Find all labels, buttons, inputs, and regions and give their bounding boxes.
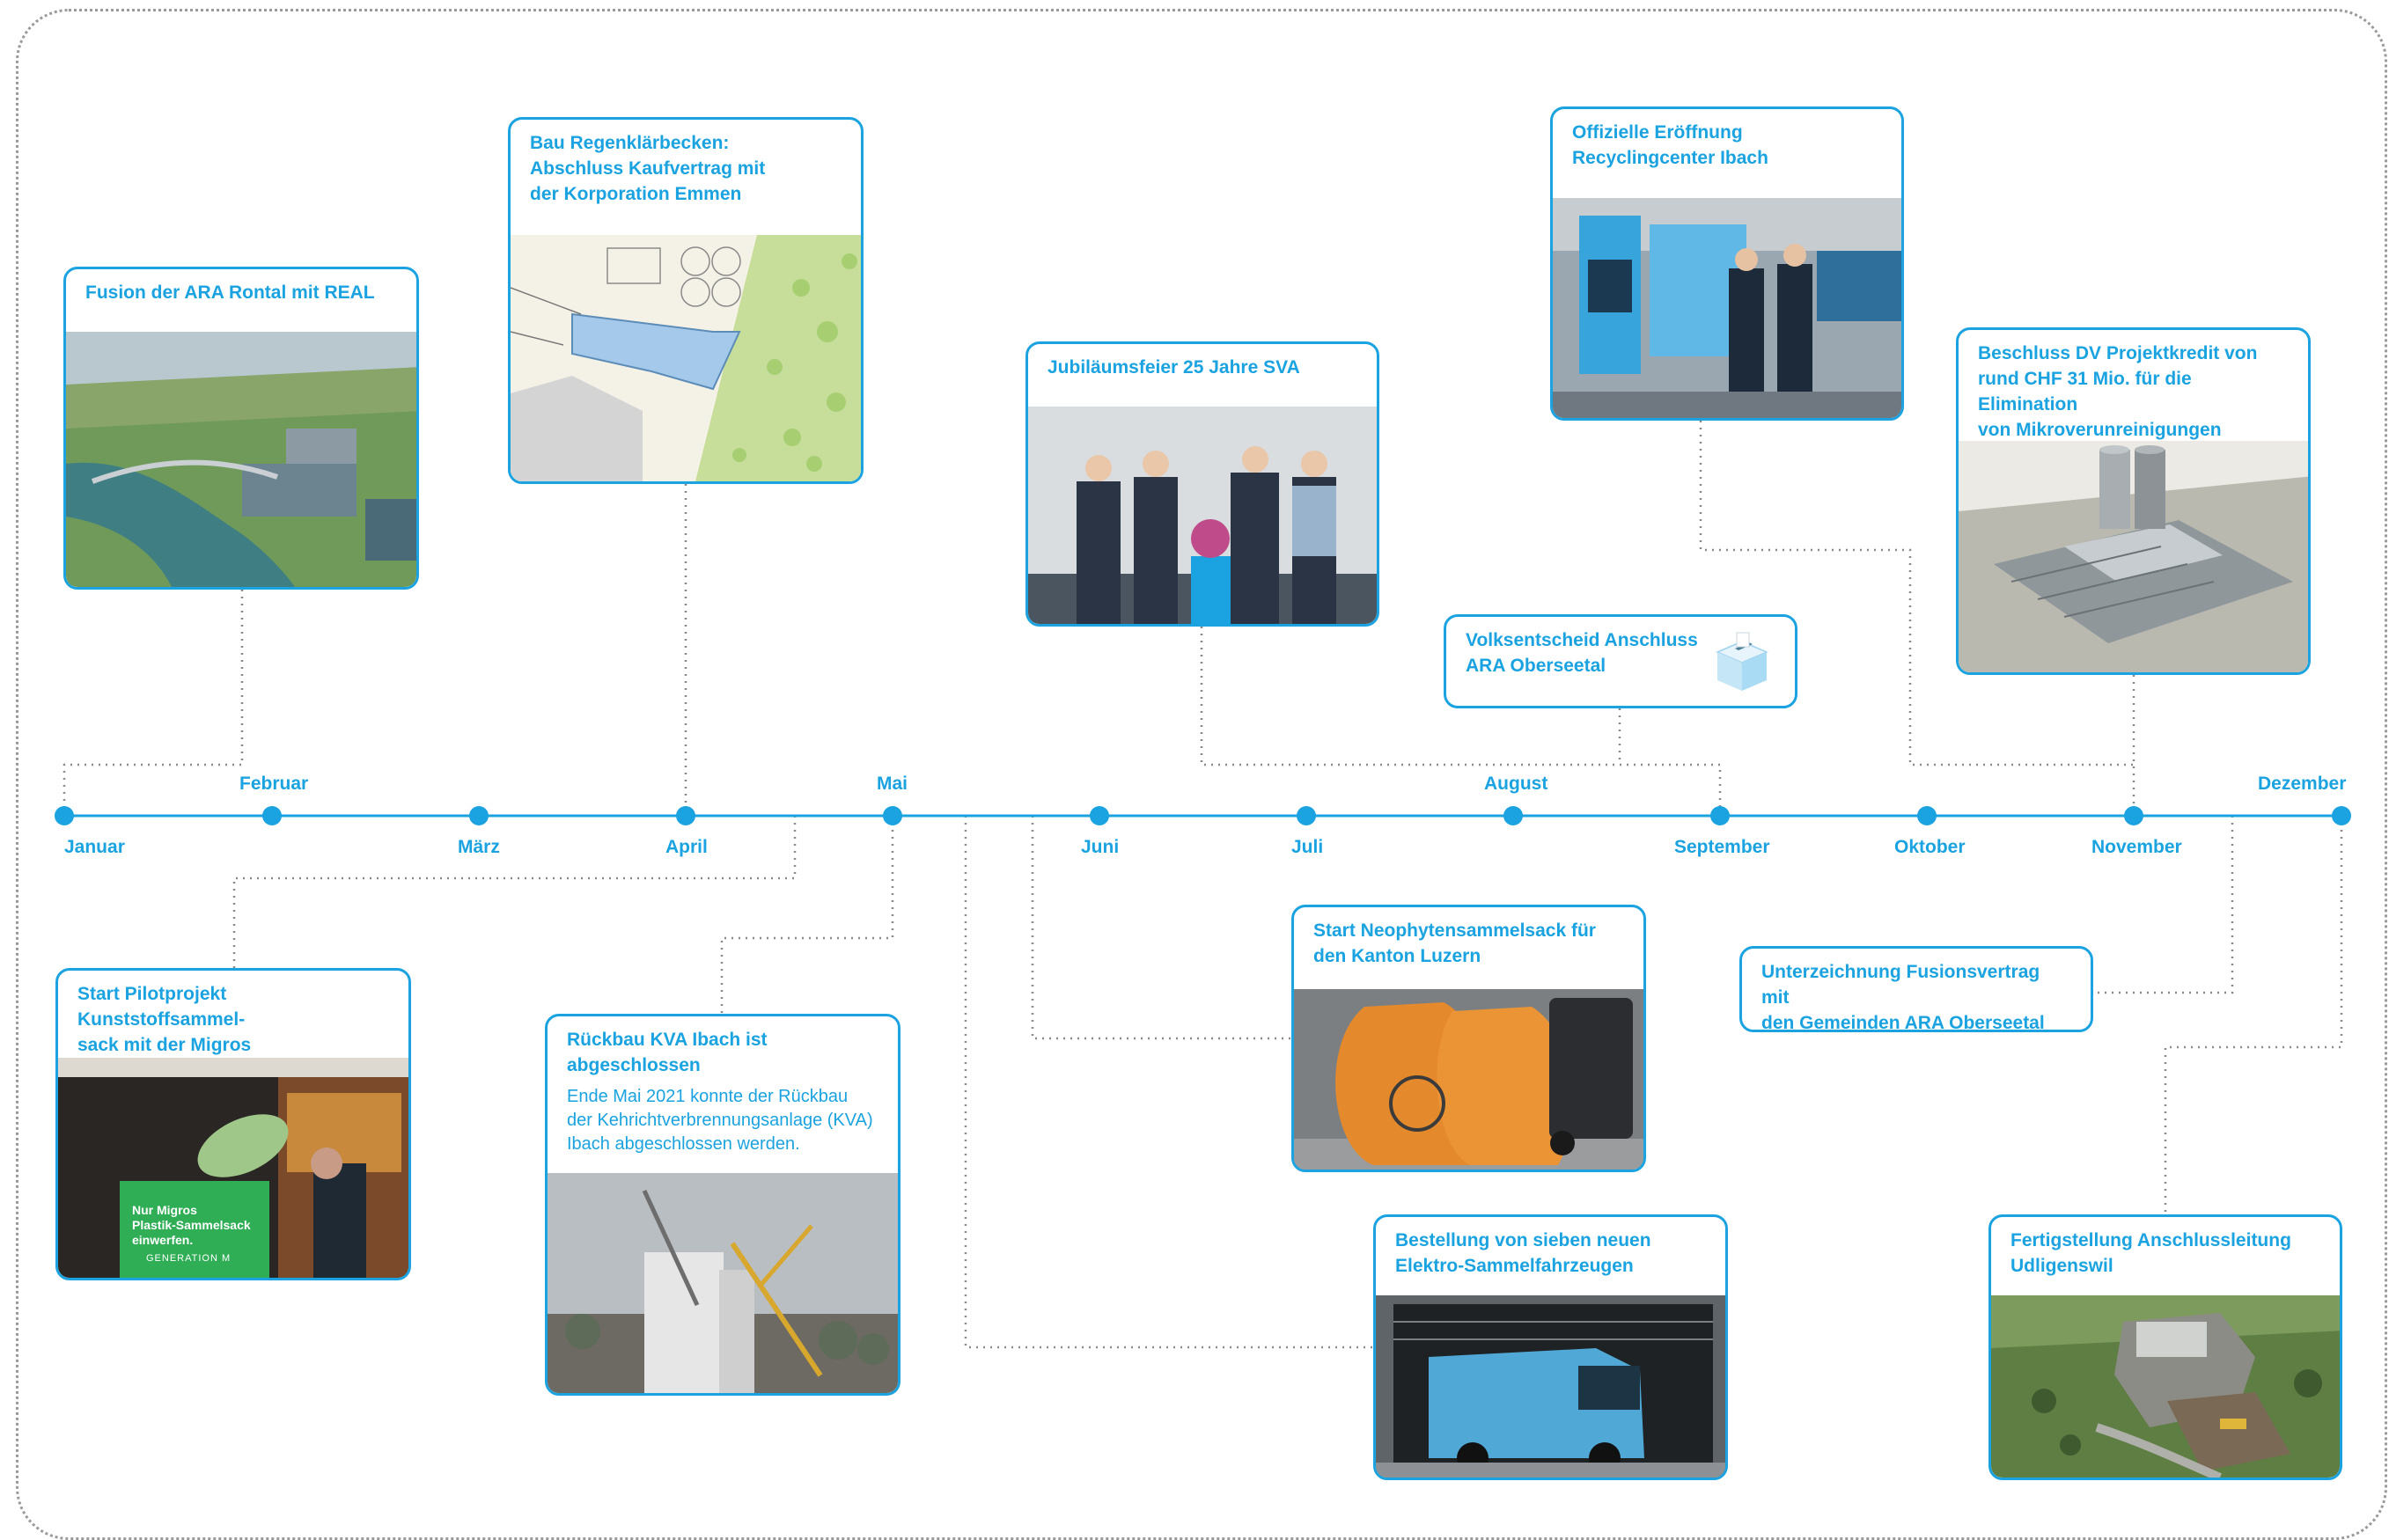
event-card-kva-rueckbau: Rückbau KVA Ibach ist abgeschlossen Ende… [545, 1014, 900, 1396]
month-label-maerz: März [458, 837, 500, 857]
month-label-april: April [665, 837, 708, 857]
month-label-januar: Januar [64, 837, 125, 857]
event-card-kunststoff: Start Pilotprojekt Kunststoffsammel- sac… [55, 968, 411, 1280]
month-label-dezember: Dezember [2258, 774, 2347, 794]
connector-lines [62, 421, 2343, 1349]
event-title: Rückbau KVA Ibach ist abgeschlossen [567, 1030, 768, 1075]
event-card-regenklaerbecken: Bau Regenklärbecken: Abschluss Kaufvertr… [508, 117, 864, 484]
month-dot-februar [262, 806, 282, 825]
migros-collection-photo: Nur Migros Plastik-Sammelsack einwerfen.… [58, 1058, 408, 1278]
connector-kunststoff [232, 816, 797, 968]
event-card-projektkredit: Beschluss DV Projektkredit von rund CHF … [1956, 327, 2311, 675]
event-title: Unterzeichnung Fusionsvertrag mit den Ge… [1761, 962, 2045, 1032]
month-label-juli: Juli [1291, 837, 1324, 857]
aerial-construction-photo [1991, 1295, 2340, 1478]
month-dot-maerz [469, 806, 489, 825]
connector-udligenswil [2164, 816, 2343, 1214]
month-label-august: August [1484, 774, 1548, 794]
month-dot-dezember [2332, 806, 2351, 825]
event-card-fusionsvertrag: Unterzeichnung Fusionsvertrag mit den Ge… [1739, 946, 2093, 1032]
month-dot-november [2124, 806, 2143, 825]
month-label-mai: Mai [877, 774, 908, 794]
month-dot-juni [1090, 806, 1109, 825]
recycling-center-photo [1553, 198, 1901, 418]
event-description: Ende Mai 2021 konnte der Rückbau der Keh… [567, 1087, 873, 1154]
month-dot-september [1710, 806, 1730, 825]
month-dot-april [676, 806, 695, 825]
connector-kva [720, 816, 894, 1014]
event-title: Fusion der ARA Rontal mit REAL [85, 282, 375, 303]
event-card-udligenswil: Fertigstellung Anschlussleitung Udligens… [1988, 1214, 2342, 1480]
connector-recyclingcenter [1699, 421, 2134, 766]
migros-sign-text: Nur Migros Plastik-Sammelsack einwerfen. [132, 1203, 251, 1247]
event-card-fusion-rontal: Fusion der ARA Rontal mit REAL [63, 267, 419, 590]
event-card-jubilaeum: Jubiläumsfeier 25 Jahre SVA [1025, 341, 1379, 627]
collection-bags-photo [1294, 989, 1643, 1170]
event-title: Start Neophytensammelsack für den Kanton… [1313, 920, 1596, 966]
event-title: Volksentscheid Anschluss ARA Oberseetal [1466, 630, 1698, 676]
event-title: Jubiläumsfeier 25 Jahre SVA [1047, 357, 1300, 378]
month-dot-juli [1297, 806, 1316, 825]
month-dot-mai [883, 806, 902, 825]
aerial-river-photo [66, 332, 416, 587]
month-dot-oktober [1917, 806, 1937, 825]
event-title: Fertigstellung Anschlussleitung Udligens… [2010, 1230, 2291, 1276]
migros-sign-brand: GENERATION M [146, 1253, 232, 1264]
month-label-februar: Februar [239, 774, 309, 794]
month-label-oktober: Oktober [1894, 837, 1966, 857]
month-dot-august [1503, 806, 1523, 825]
event-card-fahrzeuge: Bestellung von sieben neuen Elektro-Samm… [1373, 1214, 1728, 1480]
event-title: Start Pilotprojekt Kunststoffsammel- sac… [77, 984, 252, 1055]
connector-fahrzeuge [964, 816, 1373, 1349]
event-card-neophyten: Start Neophytensammelsack für den Kanton… [1291, 905, 1646, 1172]
event-card-recyclingcenter: Offizielle Eröffnung Recyclingcenter Iba… [1550, 106, 1904, 421]
month-label-september: September [1674, 837, 1770, 857]
event-title: Offizielle Eröffnung Recyclingcenter Iba… [1572, 122, 1768, 168]
garbage-truck-photo [1376, 1295, 1725, 1478]
site-plan-map [511, 235, 861, 481]
3d-rendering-photo [1959, 441, 2308, 672]
connector-fusionsvertrag [2093, 816, 2234, 994]
month-label-juni: Juni [1081, 837, 1120, 857]
group-photo [1028, 407, 1377, 624]
event-title: Bau Regenklärbecken: Abschluss Kaufvertr… [530, 133, 766, 204]
connector-fusion-rontal [62, 590, 244, 816]
event-title: Bestellung von sieben neuen Elektro-Samm… [1395, 1230, 1651, 1276]
connector-neophyten [1031, 816, 1291, 1040]
month-dot-januar [55, 806, 74, 825]
demolition-photo [548, 1173, 898, 1393]
month-label-november: November [2091, 837, 2182, 857]
ballot-box-icon [1716, 632, 1768, 691]
event-title: Beschluss DV Projektkredit von rund CHF … [1978, 343, 2258, 440]
event-card-volksentscheid: Volksentscheid Anschluss ARA Oberseetal [1444, 614, 1797, 708]
